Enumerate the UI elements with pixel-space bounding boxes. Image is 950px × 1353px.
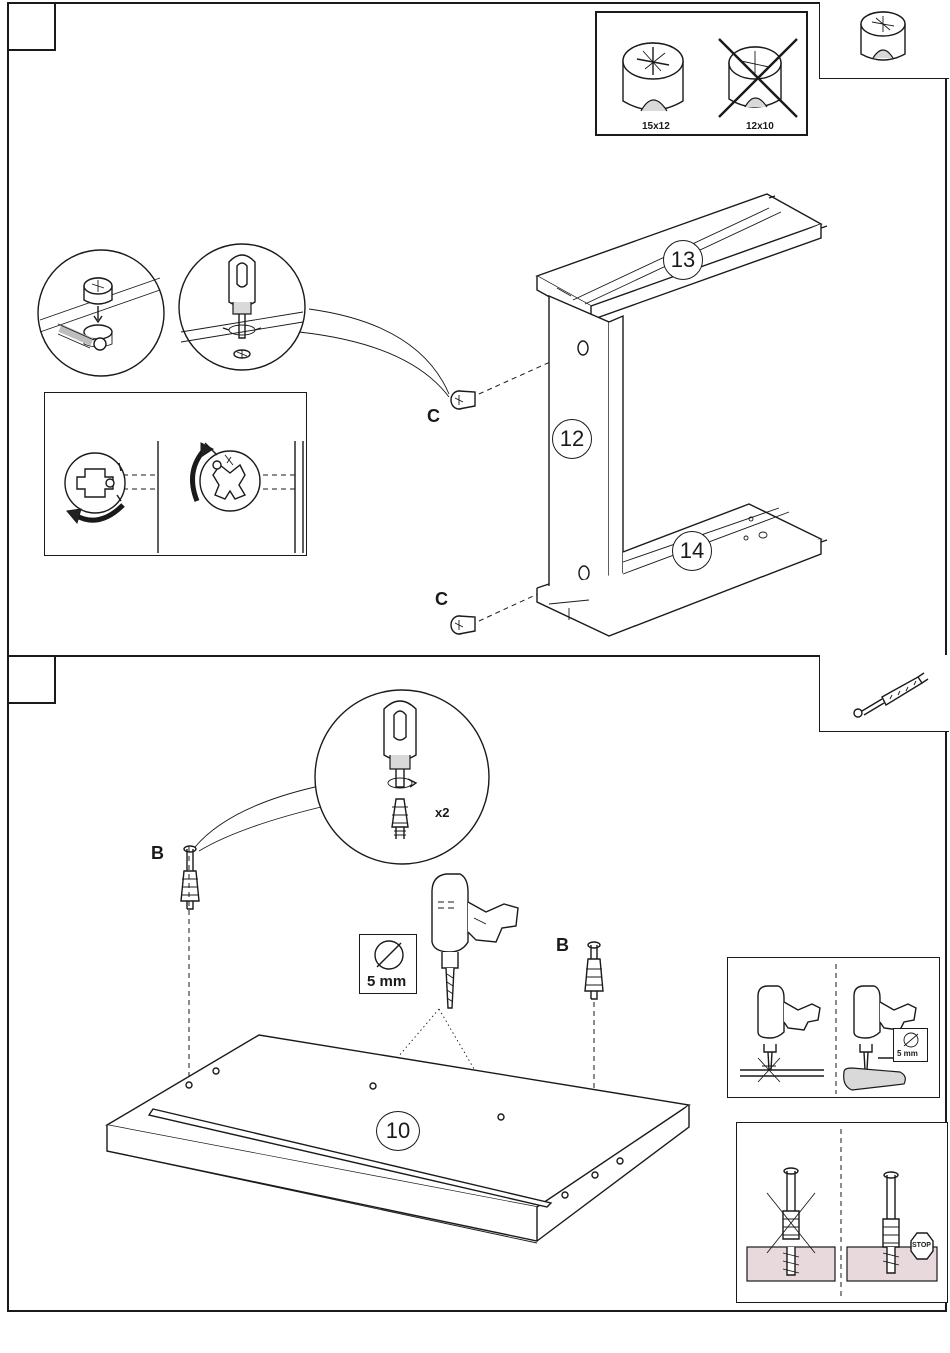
stop-sign-icon: STOP [912, 1242, 931, 1249]
panel-label-top: 13 [663, 240, 703, 280]
cabinet-assembly [9, 4, 950, 659]
step-1-frame: 15x12 12x10 [7, 2, 947, 657]
panel-label-bottom: 14 [672, 531, 712, 571]
drill-size-box: 5 mm [893, 1028, 928, 1062]
dowel-insert-hint [737, 1123, 949, 1304]
stop-hint-box: STOP [736, 1122, 948, 1303]
diameter-icon [894, 1030, 929, 1050]
drill-hint-box: 5 mm [727, 957, 940, 1098]
panel-label-side: 12 [552, 419, 592, 459]
drill-size-label-small: 5 mm [897, 1049, 918, 1058]
step-2-frame: x2 B B 5 mm [7, 655, 947, 1312]
panel-label-main: 10 [376, 1111, 420, 1151]
